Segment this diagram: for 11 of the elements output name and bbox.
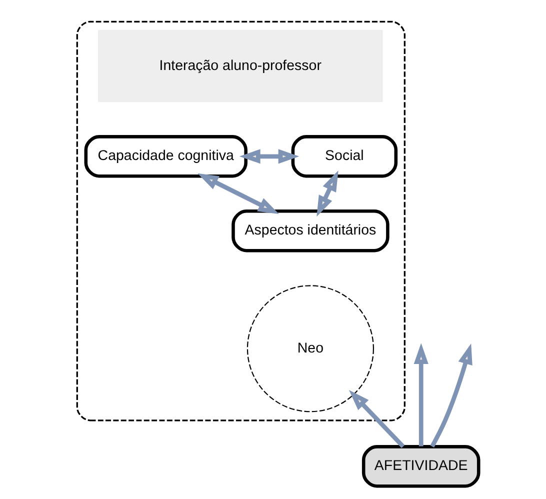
node-box: Capacidade cognitiva xyxy=(84,135,247,178)
arrow xyxy=(348,390,404,448)
arrow xyxy=(238,149,299,164)
arrow xyxy=(430,343,472,448)
node-box: AFETIVIDADE xyxy=(361,445,480,488)
node-box: Aspectos identitários xyxy=(231,210,389,252)
arrow xyxy=(316,170,338,217)
node-box: Social xyxy=(290,135,398,178)
arrow xyxy=(197,173,278,214)
cluster xyxy=(76,20,405,422)
arrow xyxy=(413,343,428,446)
